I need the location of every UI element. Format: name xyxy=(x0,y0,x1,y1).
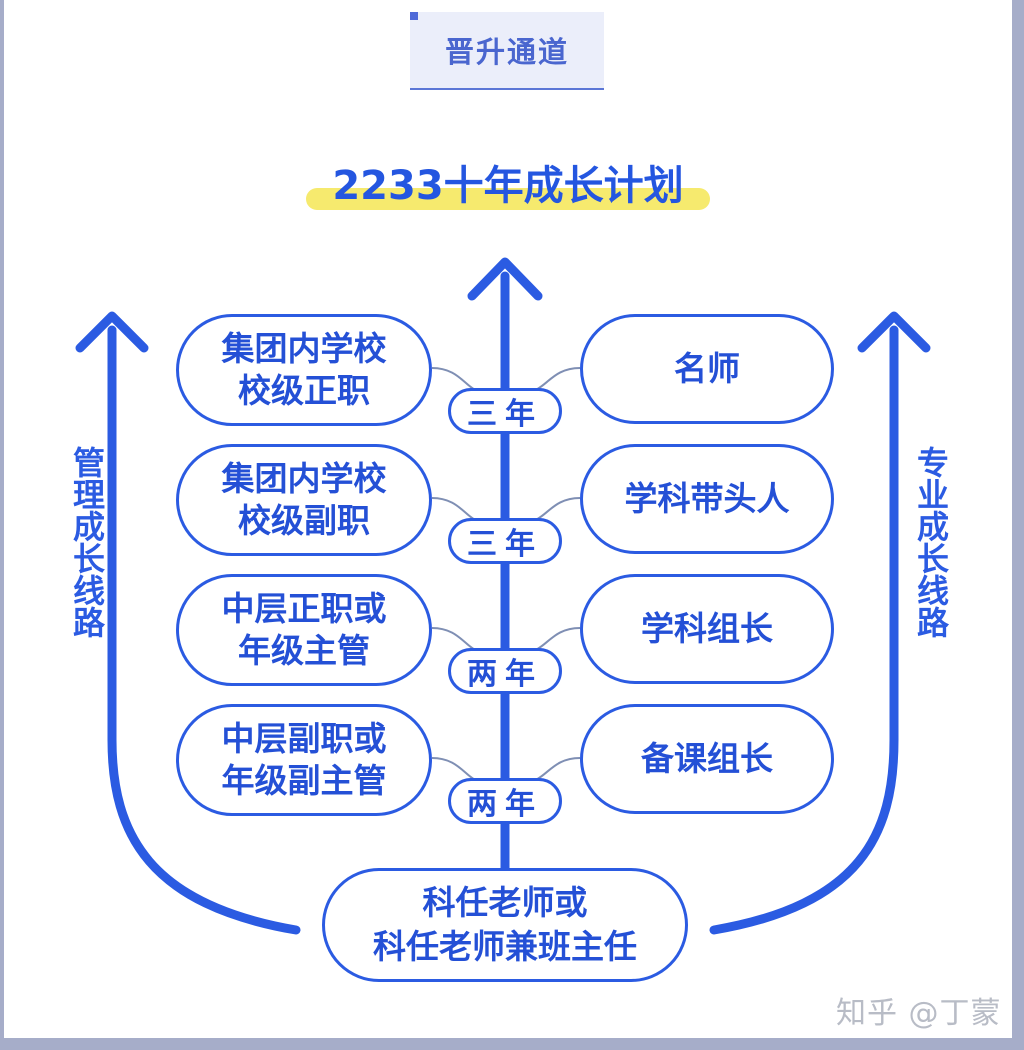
central-arrow-head xyxy=(467,257,543,301)
professional-node-3: 学科组长 xyxy=(580,574,834,684)
duration-pill-3: 两年 xyxy=(448,648,562,694)
left-growth-arrow xyxy=(107,325,301,935)
right-growth-arrow xyxy=(709,325,899,935)
base-role-node: 科任老师或 科任老师兼班主任 xyxy=(322,868,688,982)
management-node-4: 中层副职或 年级副主管 xyxy=(176,704,432,816)
duration-pill-4: 两年 xyxy=(448,778,562,824)
management-node-1: 集团内学校 校级正职 xyxy=(176,314,432,426)
professional-node-4: 备课组长 xyxy=(580,704,834,814)
title-highlight xyxy=(306,188,710,210)
base-role-line-1: 科任老师或 xyxy=(422,883,588,922)
section-header-label: 晋升通道 xyxy=(444,35,569,69)
professional-track-label: 专业成长线路 xyxy=(912,446,950,638)
left-arrow-head xyxy=(75,311,149,353)
professional-node-1: 名师 xyxy=(580,314,834,424)
diagram-title-text: 2233十年成长计划 xyxy=(332,163,684,209)
professional-node-2: 学科带头人 xyxy=(580,444,834,554)
diagram-title: 2233十年成长计划 xyxy=(306,158,710,216)
header-corner-marker xyxy=(410,12,418,20)
watermark: 知乎 @丁蒙 xyxy=(836,996,1002,1031)
duration-pill-2: 三年 xyxy=(448,518,562,564)
right-arrow-head xyxy=(857,311,931,353)
management-node-2: 集团内学校 校级副职 xyxy=(176,444,432,556)
duration-pill-1: 三年 xyxy=(448,388,562,434)
management-track-label: 管理成长线路 xyxy=(68,446,106,638)
base-role-line-2: 科任老师兼班主任 xyxy=(373,927,637,966)
management-node-3: 中层正职或 年级主管 xyxy=(176,574,432,686)
section-header-tab: 晋升通道 xyxy=(410,12,604,90)
